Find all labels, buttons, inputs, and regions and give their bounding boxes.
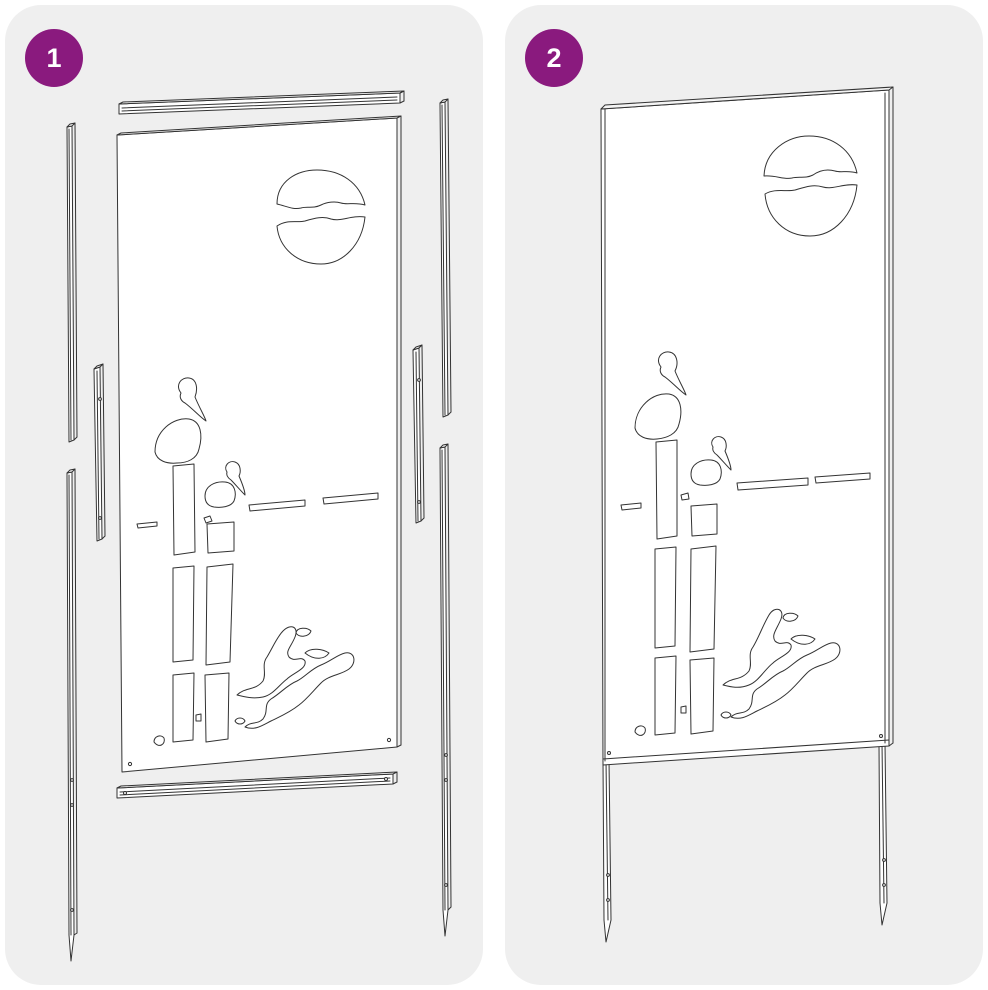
right-short-channel [413,345,424,523]
line-cutout-1 [621,503,641,510]
post-2-middle-cutout [206,564,233,665]
rock-small-1 [154,736,164,745]
post-2-upper-cutout [691,504,717,536]
line-cutout-1 [137,522,157,528]
pelican-2-head-cutout [226,462,245,495]
left-stake-assembled [603,760,611,942]
pelican-2-foot-cutout [681,493,689,500]
pelican-2-head-cutout [712,437,731,470]
assembled-panel [601,87,893,765]
left-upper-profile [67,123,77,442]
step-1-badge: 1 [25,29,83,87]
line-cutout-2 [249,500,305,511]
pelican-1-head-cutout [179,378,206,421]
post-2-lower-cutout [205,673,229,742]
top-rail [119,91,404,114]
pelican-1-body-cutout [155,419,201,463]
right-stake-assembled [879,743,887,925]
pelican-2-foot-cutout [204,516,212,523]
post-2-bolt-cutout [681,706,686,713]
post-1-upper-cutout [173,464,195,555]
post-1-upper-cutout [656,440,677,539]
moon-cutout-top [277,170,365,209]
step-2-panel: 2 [505,5,983,985]
post-2-lower-cutout [690,658,714,734]
rock-small-3 [783,613,798,621]
step-1-panel: 1 [5,5,483,985]
rock-cluster-2 [245,653,354,729]
rock-small-2 [235,718,245,724]
step-2-assembled-drawing [505,5,983,985]
post-1-middle-cutout [173,566,194,662]
rock-small-2 [721,712,731,718]
left-lower-stake [67,469,77,961]
left-short-channel [94,364,105,541]
line-cutout-3 [323,493,378,504]
pelican-2-body-cutout [205,482,235,507]
pelican-1-head-cutout [659,352,686,395]
line-cutout-3 [815,473,870,483]
pelican-2-body-cutout [691,460,721,485]
post-1-middle-cutout [655,547,676,648]
post-2-middle-cutout [690,546,716,652]
moon-cutout-bottom [277,217,365,264]
rock-cluster-1 [723,609,791,687]
rock-small-1 [635,726,645,735]
step-1-exploded-drawing [5,5,483,985]
post-1-lower-cutout [173,673,194,742]
post-2-upper-cutout [207,522,234,553]
right-lower-stake [440,444,451,936]
pelican-1-body-cutout [635,394,681,439]
bottom-rail [117,772,397,798]
decorative-panel [117,116,401,772]
moon-cutout-top [764,136,857,178]
rock-cluster-3 [305,649,329,658]
post-1-lower-cutout [655,656,676,735]
rock-cluster-3 [791,635,815,644]
step-2-badge: 2 [525,29,583,87]
line-cutout-2 [737,478,808,490]
right-upper-profile [440,99,451,417]
moon-cutout-bottom [765,185,857,236]
rock-small-3 [296,628,311,636]
post-2-bolt-cutout [196,714,201,721]
rock-cluster-1 [237,627,305,698]
rock-cluster-2 [731,643,840,719]
